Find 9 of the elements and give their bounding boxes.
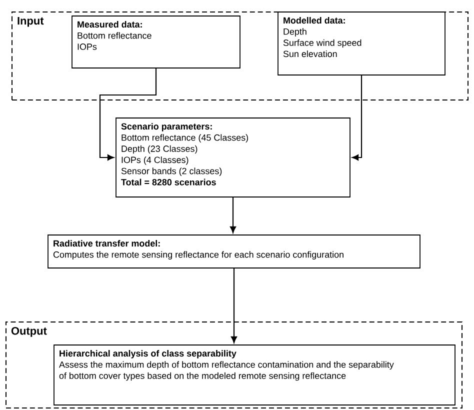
arrow [352, 75, 362, 160]
arrow [230, 197, 236, 233]
process-box: Scenario parameters: Bottom reflectance (45 Classes) Depth (23 Classes) IOPs (4 Classes) Sensor bands (2 classes) Total = 8280 scenarios [116, 118, 350, 198]
arrow [231, 268, 237, 343]
process-box: Hierarchical analysis of class separability Assess the maximum depth of bottom reflectance contamination and the separability of bottom cover types based on the modeled remote sensing reflectance [54, 344, 456, 406]
process-box: Radiative transfer model: Computes the remote sensing reflectance for each scenario configuration [48, 234, 420, 268]
process-box: Measured data: Bottom reflectance IOPs [72, 16, 240, 68]
arrow [99, 68, 157, 160]
process-box: Modelled data: Depth Surface wind speed Sun elevation [278, 12, 446, 76]
